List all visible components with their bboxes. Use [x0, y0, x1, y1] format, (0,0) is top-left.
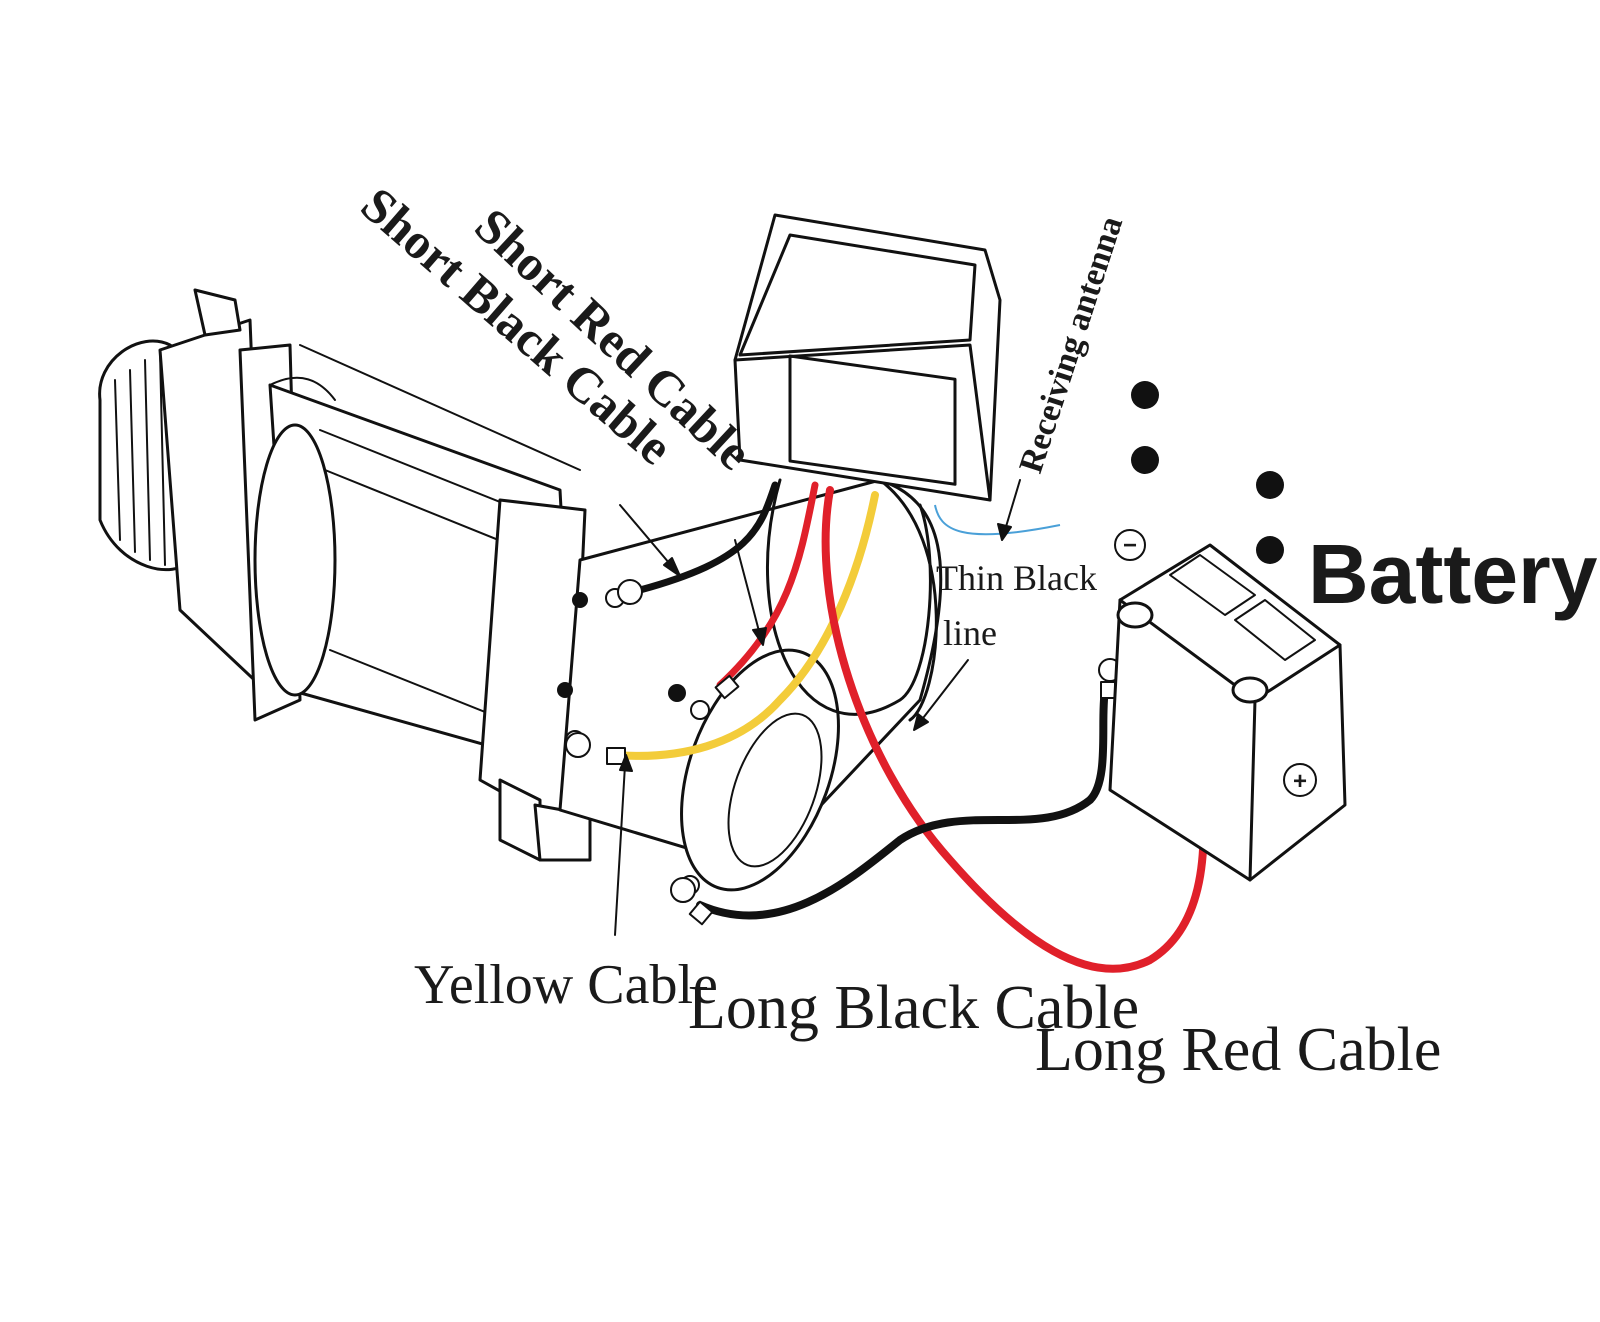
negative-symbol-icon: [1114, 529, 1146, 561]
label-long-red-cable: Long Red Cable: [1035, 1016, 1441, 1084]
terminal-nuts: [1131, 381, 1284, 564]
label-yellow-cable: Yellow Cable: [414, 954, 718, 1016]
long-black-cable: [696, 686, 1109, 920]
winch-gear-housing: [98, 288, 267, 692]
label-long-black-cable: Long Black Cable: [688, 974, 1139, 1042]
control-box: [733, 213, 1002, 502]
battery-positive-terminal: [1231, 676, 1269, 704]
receiving-antenna-wire: [934, 504, 1061, 536]
long-red-cable: [821, 486, 1208, 973]
label-thin-black-line-1: Thin Black: [936, 558, 1097, 598]
positive-symbol: +: [1293, 768, 1307, 795]
short-red-cable: [716, 481, 819, 689]
cables: [565, 478, 1220, 973]
yellow-cable: [611, 491, 879, 760]
battery-negative-terminal: [1116, 601, 1154, 629]
winch-motor: [558, 478, 943, 892]
battery: − +: [1108, 381, 1347, 882]
positive-symbol-icon: [1283, 763, 1317, 797]
negative-symbol: −: [1123, 532, 1137, 559]
leader-arrows: [614, 479, 1021, 936]
short-black-cable: [636, 481, 779, 594]
label-thin-black-line-2: line: [943, 613, 997, 653]
thin-black-line: [766, 478, 932, 716]
winch: [98, 288, 943, 895]
label-battery: Battery: [1308, 527, 1598, 621]
label-receiving-antenna: Receiving antenna: [1012, 212, 1130, 478]
